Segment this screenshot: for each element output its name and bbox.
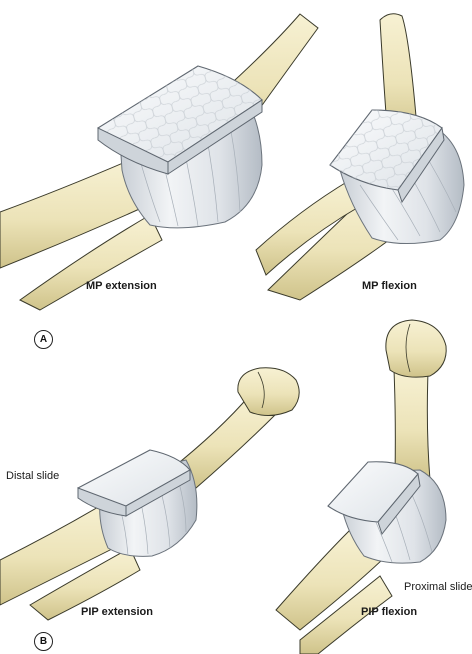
proximal-phalanx-bone — [379, 13, 419, 141]
caption-pip-flexion: PIP flexion — [361, 606, 418, 618]
rigid-plate-edge — [377, 472, 421, 536]
caption-mp-extension: MP extension — [86, 280, 157, 292]
rigid-plate-edge — [77, 469, 191, 517]
mp-flexion-illustration — [255, 13, 465, 301]
mp-extension-illustration — [0, 13, 319, 311]
pip-extension-illustration — [0, 367, 300, 621]
caption-pip-extension: PIP extension — [81, 606, 153, 618]
rigid-plate-edge — [97, 99, 263, 175]
rigid-plate-edge — [397, 126, 445, 204]
pip-flexion-illustration — [275, 319, 447, 654]
note-proximal-slide: Proximal slide — [404, 581, 472, 593]
phalanx-head — [237, 367, 300, 416]
metacarpal-shaft-lower — [19, 214, 163, 311]
note-distal-slide: Distal slide — [6, 470, 60, 482]
proximal-phalanx-lower — [29, 547, 141, 621]
phalanx-head — [385, 319, 447, 378]
panel-letter-a: A — [34, 330, 53, 349]
middle-phalanx-bone — [393, 369, 431, 481]
caption-mp-flexion: MP flexion — [362, 280, 417, 292]
panel-letter-b: B — [34, 632, 53, 651]
proximal-phalanx-lower — [299, 575, 393, 654]
